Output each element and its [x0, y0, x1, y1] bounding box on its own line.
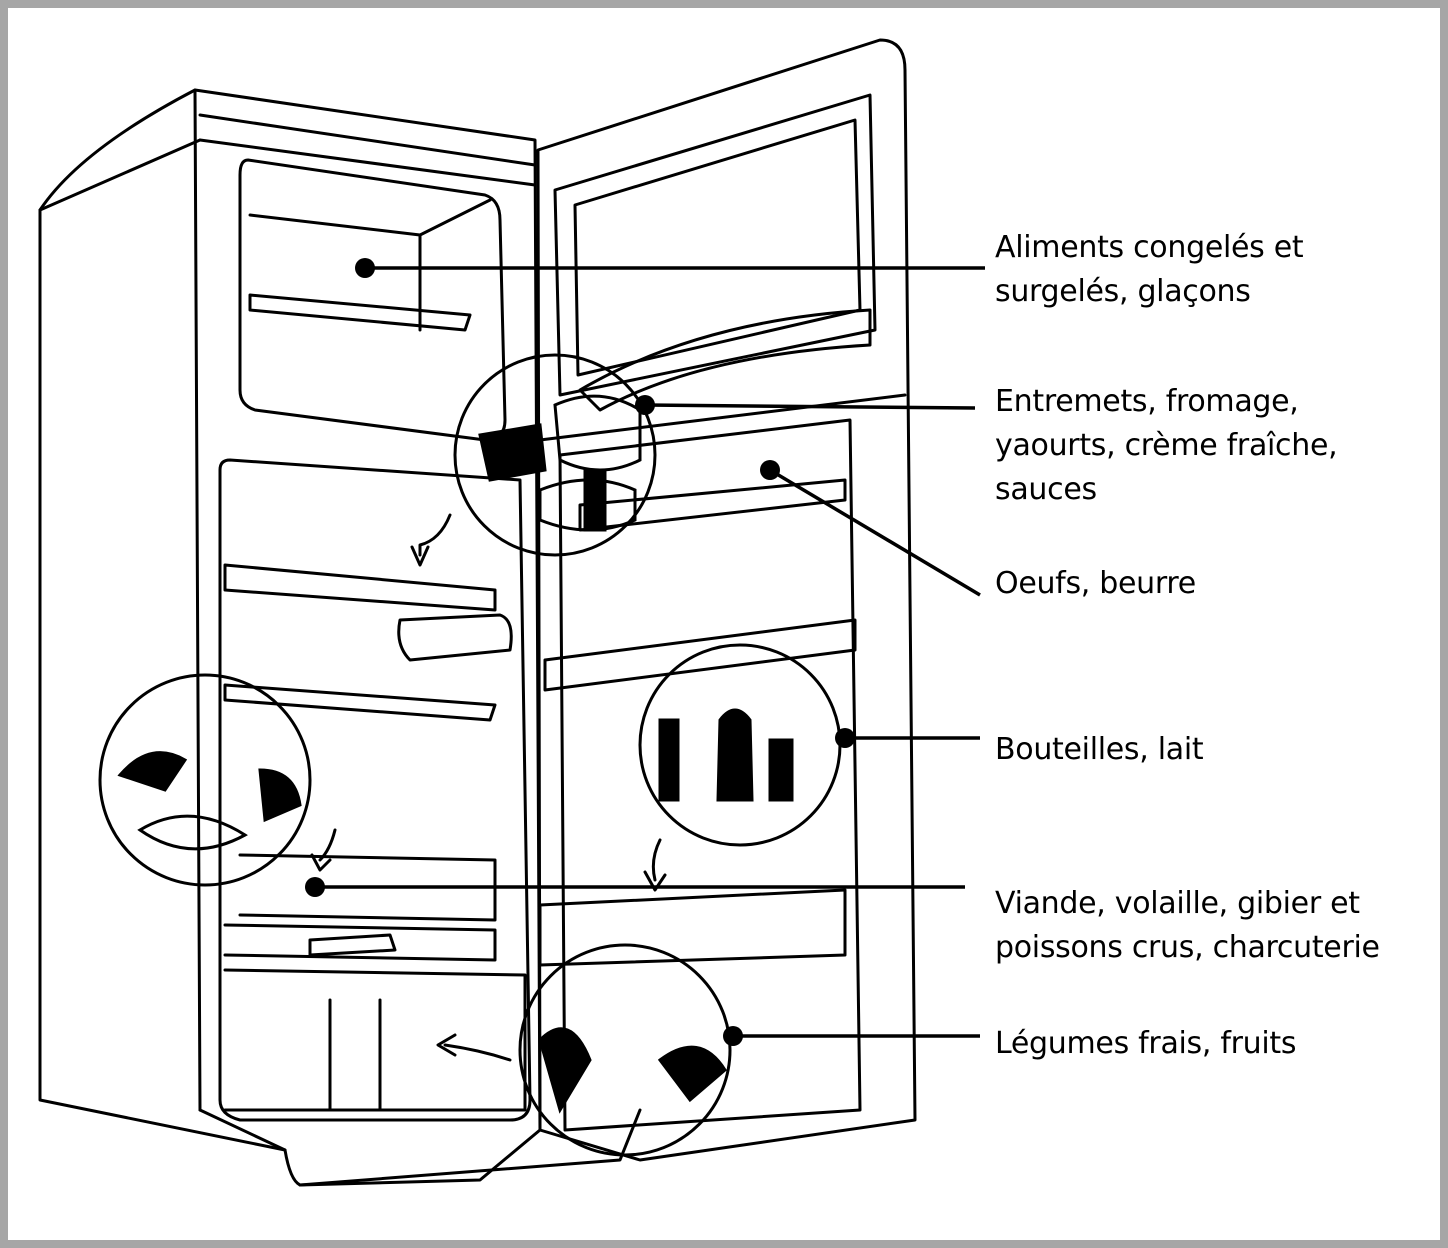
label-bottles-line1: Bouteilles, lait [995, 732, 1204, 767]
label-frozen-line1: Aliments congelés et [995, 230, 1304, 265]
label-meat: Viande, volaille, gibier et poissons cru… [995, 882, 1380, 970]
meat-circle [98, 673, 312, 887]
leader-dot-vegetables [723, 1026, 743, 1046]
label-eggs-line1: Oeufs, beurre [995, 566, 1196, 601]
fridge-compartment [218, 458, 532, 1122]
label-dairy-line2: yaourts, crème fraîche, [995, 428, 1338, 463]
vegetables-circle [518, 943, 732, 1157]
label-vegetables-line1: Légumes frais, fruits [995, 1026, 1297, 1061]
label-bottles: Bouteilles, lait [995, 728, 1204, 772]
label-dairy-line1: Entremets, fromage, [995, 384, 1299, 419]
label-meat-line2: poissons crus, charcuterie [995, 930, 1380, 965]
label-dairy-line3: sauces [995, 472, 1097, 507]
leader-dot-frozen [355, 258, 375, 278]
label-meat-line1: Viande, volaille, gibier et [995, 886, 1360, 921]
label-dairy: Entremets, fromage, yaourts, crème fraîc… [995, 380, 1338, 512]
leader-dot-eggs [760, 460, 780, 480]
fridge-cabinet [38, 88, 642, 1187]
label-vegetables: Légumes frais, fruits [995, 1022, 1297, 1066]
label-eggs: Oeufs, beurre [995, 562, 1196, 606]
fridge-door [536, 38, 917, 1162]
label-frozen-line2: surgelés, glaçons [995, 274, 1251, 309]
freezer-compartment [238, 158, 507, 442]
leader-dot-dairy [635, 395, 655, 415]
leader-line-eggs [769, 468, 981, 597]
leader-line-dairy [644, 403, 976, 410]
dairy-circle [453, 353, 657, 557]
leader-dot-meat [305, 877, 325, 897]
label-frozen: Aliments congelés et surgelés, glaçons [995, 226, 1304, 314]
leader-dot-bottles [835, 728, 855, 748]
